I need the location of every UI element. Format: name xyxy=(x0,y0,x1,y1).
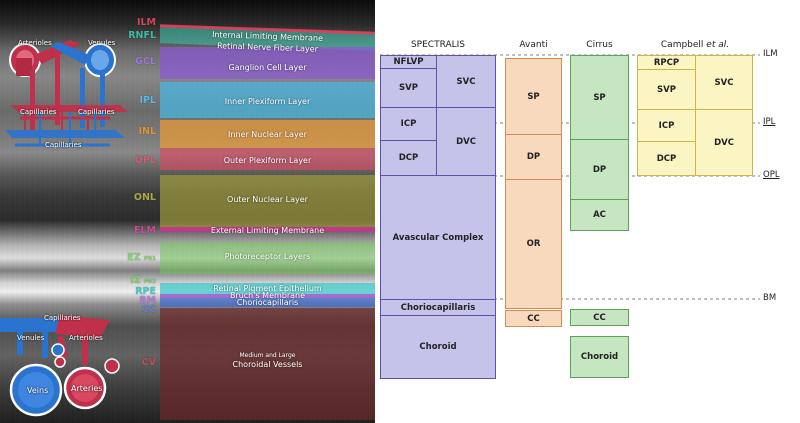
abbr-bm: BM xyxy=(139,295,156,306)
spectralis-choriocapillaris: Choriocapillaris xyxy=(380,299,496,316)
inset-label-veins: Veins xyxy=(27,386,49,395)
label-ipl: Inner Plexiform Layer xyxy=(224,97,311,106)
abbr-opl: OPL xyxy=(134,155,156,166)
abbr-ez: EZ PR1 xyxy=(127,252,156,263)
avanti-dp: DP xyxy=(505,134,562,180)
cirrus-ac: AC xyxy=(570,199,629,231)
campbell-dvc: DVC xyxy=(695,109,753,176)
band-gcl xyxy=(160,47,375,79)
spectralis-svc: SVC xyxy=(436,55,496,108)
abbr-onl: ONL xyxy=(133,192,156,203)
inset-label-capillaries-2: Capillaries xyxy=(78,108,115,116)
spectralis-icp: ICP xyxy=(380,107,437,141)
label-cv-1: Medium and Large xyxy=(239,352,296,359)
cirrus-sp: SP xyxy=(570,55,629,140)
band-bm xyxy=(160,294,375,298)
column-header-campbell: Campbell et al. xyxy=(660,40,730,50)
abbr-ilm: ILM xyxy=(136,17,156,28)
label-elm: External Limiting Membrane xyxy=(210,226,325,235)
retinal-vasculature-illustration xyxy=(5,40,128,147)
spectralis-svp: SVP xyxy=(380,68,437,108)
inset-label-capillaries-3: Capillaries xyxy=(45,141,82,149)
label-cv-2: Choroidal Vessels xyxy=(232,360,303,369)
band-elm xyxy=(160,227,375,232)
spectralis-choroid: Choroid xyxy=(380,315,496,379)
column-header-spectralis: SPECTRALIS xyxy=(410,40,466,50)
abbr-cv: CV xyxy=(141,357,156,368)
spectralis-dvc: DVC xyxy=(436,107,496,176)
band-opl xyxy=(160,148,375,170)
avanti-sp: SP xyxy=(505,58,562,135)
spectralis-dcp: DCP xyxy=(380,140,437,176)
choroidal-vasculature-illustration xyxy=(0,315,120,417)
oct-image-panel: Internal Limiting Membrane Retinal Nerve… xyxy=(0,0,375,423)
inset-label-arteries: Arteries xyxy=(71,384,103,393)
ref-label-ilm: ILM xyxy=(763,49,778,59)
ref-label-bm: BM xyxy=(763,293,777,303)
abbr-cc: CC xyxy=(142,304,156,315)
inset-label-capillaries-1: Capillaries xyxy=(20,108,57,116)
band-photoreceptor xyxy=(160,242,375,274)
inset-label-venules: Venules xyxy=(88,39,116,47)
inset-label-capillaries-bottom: Capillaries xyxy=(44,314,81,322)
abbr-ipl: IPL xyxy=(139,95,156,106)
cirrus-cc: CC xyxy=(570,309,629,326)
abbr-rpe: RPE xyxy=(135,286,156,297)
abbr-rnfl: RNFL xyxy=(128,30,156,41)
cirrus-choroid: Choroid xyxy=(570,336,629,378)
band-ipl xyxy=(160,82,375,118)
spectralis-nflvp: NFLVP xyxy=(380,55,437,69)
column-header-avanti: Avanti xyxy=(519,40,548,50)
campbell-icp: ICP xyxy=(637,109,696,142)
avanti-or: OR xyxy=(505,179,562,309)
band-onl xyxy=(160,175,375,227)
campbell-svp: SVP xyxy=(637,69,696,110)
label-onl: Outer Nuclear Layer xyxy=(227,195,308,204)
inset-label-arterioles-bottom: Arterioles xyxy=(69,334,103,342)
label-inl: Inner Nuclear Layer xyxy=(228,130,307,139)
label-gcl: Ganglion Cell Layer xyxy=(228,63,307,72)
avanti-cc: CC xyxy=(505,310,562,327)
ref-label-ipl: IPL xyxy=(763,117,776,127)
band-rpe xyxy=(160,283,375,294)
spectralis-avascular-complex: Avascular Complex xyxy=(380,175,496,300)
label-bm: Bruch's Membrane xyxy=(229,291,306,300)
band-inl xyxy=(160,120,375,148)
abbr-elm: ELM xyxy=(134,225,156,236)
abbr-iz: IZ PR2 xyxy=(130,275,156,286)
label-rpe: Retinal Pigment Epithelium xyxy=(213,284,322,293)
label-opl: Outer Plexiform Layer xyxy=(223,156,312,165)
inset-label-venules-bottom: Venules xyxy=(17,334,45,342)
band-cc xyxy=(160,298,375,307)
campbell-rpcp: RPCP xyxy=(637,55,696,70)
abbr-gcl: GCL xyxy=(135,56,156,67)
inset-label-arterioles: Arterioles xyxy=(18,39,52,47)
campbell-svc: SVC xyxy=(695,55,753,110)
cirrus-dp: DP xyxy=(570,139,629,200)
column-header-cirrus: Cirrus xyxy=(586,40,613,50)
ref-label-opl: OPL xyxy=(763,170,780,180)
campbell-dcp: DCP xyxy=(637,141,696,176)
abbr-inl: INL xyxy=(138,126,156,137)
label-cc: Choriocapillaris xyxy=(236,298,299,307)
label-photoreceptor: Photoreceptor Layers xyxy=(224,252,311,261)
band-cv xyxy=(160,308,375,420)
